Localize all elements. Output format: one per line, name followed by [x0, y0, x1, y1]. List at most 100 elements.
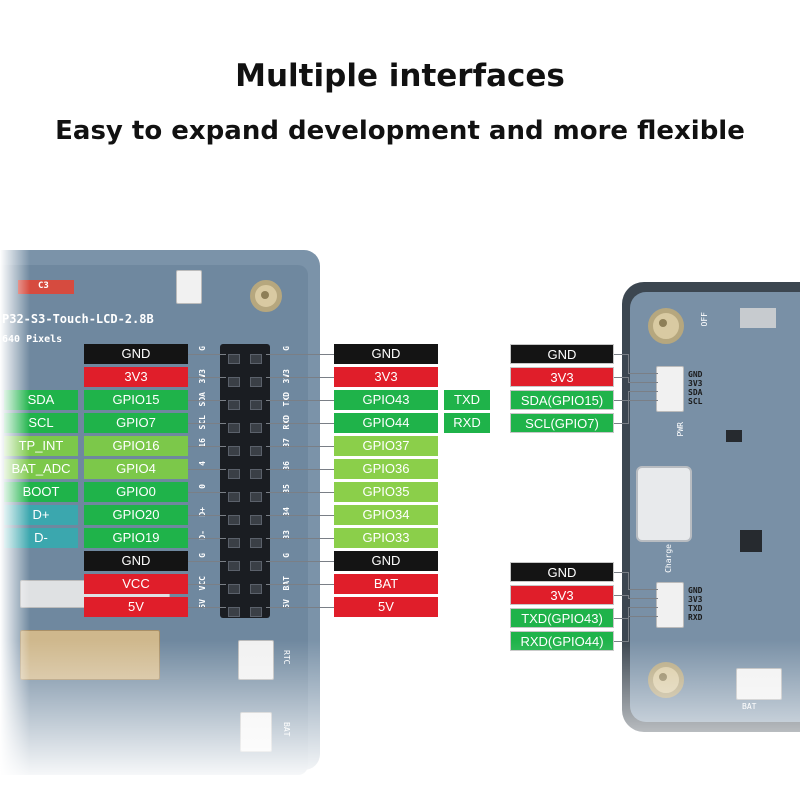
header-silk-left: 4	[198, 461, 207, 466]
pwr-label: PWR	[676, 422, 685, 437]
uart_connector-label: GND	[510, 562, 614, 582]
i2c_connector-silk: GND	[688, 370, 703, 379]
left-gpio-label: GPIO16	[84, 436, 188, 456]
uart_connector-leader-v	[628, 616, 629, 642]
left-leader-line	[188, 607, 226, 608]
header-pin	[250, 607, 262, 617]
i2c_connector-leader	[614, 400, 628, 401]
uart_connector-leader-pin	[628, 589, 658, 590]
usb-c-port	[636, 466, 692, 542]
header-pin	[228, 607, 240, 617]
i2c_connector-leader-pin	[628, 373, 658, 374]
left-gpio-label: GPIO0	[84, 482, 188, 502]
board-chip-c3: C3	[18, 280, 74, 294]
page-subtitle: Easy to expand development and more flex…	[55, 116, 745, 146]
uart_connector-leader	[614, 572, 628, 573]
uart_connector-leader	[614, 641, 628, 642]
mounting-hole	[250, 280, 282, 312]
left-leader-line	[188, 584, 226, 585]
header-pin	[228, 469, 240, 479]
right-leader-line	[266, 446, 334, 447]
uart_connector-silk: TXD	[688, 604, 703, 613]
left-function-label: D+	[4, 505, 78, 525]
left-leader-line	[188, 354, 226, 355]
i2c-connector	[656, 366, 684, 412]
uart_connector-silk: RXD	[688, 613, 703, 622]
left-gpio-label: GPIO7	[84, 413, 188, 433]
i2c_connector-leader-pin	[628, 382, 658, 383]
i2c_connector-label: GND	[510, 344, 614, 364]
right-gpio-label: GPIO44	[334, 413, 438, 433]
left-leader-line	[188, 561, 226, 562]
i2c_connector-leader-v	[628, 354, 629, 374]
right-gpio-label: GND	[334, 344, 438, 364]
right-gpio-label: 3V3	[334, 367, 438, 387]
left-leader-line	[188, 515, 226, 516]
right-gpio-label: BAT	[334, 574, 438, 594]
left-function-label: BAT_ADC	[4, 459, 78, 479]
i2c_connector-leader	[614, 423, 628, 424]
right-gpio-label: GPIO35	[334, 482, 438, 502]
left-gpio-label: GND	[84, 344, 188, 364]
left-gpio-label: GND	[84, 551, 188, 571]
right-gpio-label: GPIO36	[334, 459, 438, 479]
rtc-connector	[238, 640, 274, 680]
smd-chip	[726, 430, 742, 442]
left-bat-connector	[240, 712, 272, 752]
left-gpio-label: 5V	[84, 597, 188, 617]
header-pin	[228, 561, 240, 571]
header-pin	[228, 400, 240, 410]
right-gpio-label: GPIO33	[334, 528, 438, 548]
i2c_connector-leader-v	[628, 391, 629, 401]
i2c_connector-leader-pin	[628, 400, 658, 401]
header-pin	[250, 446, 262, 456]
right-leader-line	[266, 469, 334, 470]
uart_connector-leader-v	[628, 595, 629, 599]
left-gpio-label: GPIO4	[84, 459, 188, 479]
uart_connector-leader-pin	[628, 616, 658, 617]
header-silk-left: G	[198, 346, 207, 351]
right-gpio-label: 5V	[334, 597, 438, 617]
left-function-label: SCL	[4, 413, 78, 433]
page-title: Multiple interfaces	[235, 58, 565, 94]
header-silk-left: 0	[198, 484, 207, 489]
right-leader-line	[266, 584, 334, 585]
i2c_connector-label: SDA(GPIO15)	[510, 390, 614, 410]
uart_connector-leader-v	[628, 607, 629, 619]
header-pin	[228, 492, 240, 502]
charge-ic	[740, 530, 762, 552]
left-bat-label: BAT	[282, 722, 291, 737]
i2c_connector-silk: SCL	[688, 397, 703, 406]
pin-header	[220, 344, 270, 618]
uart_connector-leader	[614, 595, 628, 596]
left-leader-line	[188, 492, 226, 493]
header-pin	[250, 561, 262, 571]
left-leader-line	[188, 538, 226, 539]
left-function-label: D-	[4, 528, 78, 548]
header-pin	[250, 377, 262, 387]
right-alt-label: RXD	[444, 413, 490, 433]
right-leader-line	[266, 423, 334, 424]
left-gpio-label: GPIO19	[84, 528, 188, 548]
right-leader-line	[266, 607, 334, 608]
uart_connector-silk: GND	[688, 586, 703, 595]
left-leader-line	[188, 400, 226, 401]
i2c_connector-leader	[614, 377, 628, 378]
header-pin	[250, 538, 262, 548]
header-pin	[250, 423, 262, 433]
uart_connector-leader	[614, 618, 628, 619]
header-pin	[250, 400, 262, 410]
flex-cable	[20, 630, 160, 680]
header-pin	[250, 354, 262, 364]
header-silk-right: G	[282, 553, 291, 558]
header-pin	[228, 446, 240, 456]
header-pin	[250, 584, 262, 594]
i2c_connector-label: SCL(GPIO7)	[510, 413, 614, 433]
header-pin	[250, 469, 262, 479]
i2c_connector-leader-v	[628, 377, 629, 383]
left-gpio-label: GPIO20	[84, 505, 188, 525]
i2c_connector-leader	[614, 354, 628, 355]
i2c_connector-leader-v	[628, 400, 629, 424]
header-pin	[228, 584, 240, 594]
header-pin	[228, 538, 240, 548]
